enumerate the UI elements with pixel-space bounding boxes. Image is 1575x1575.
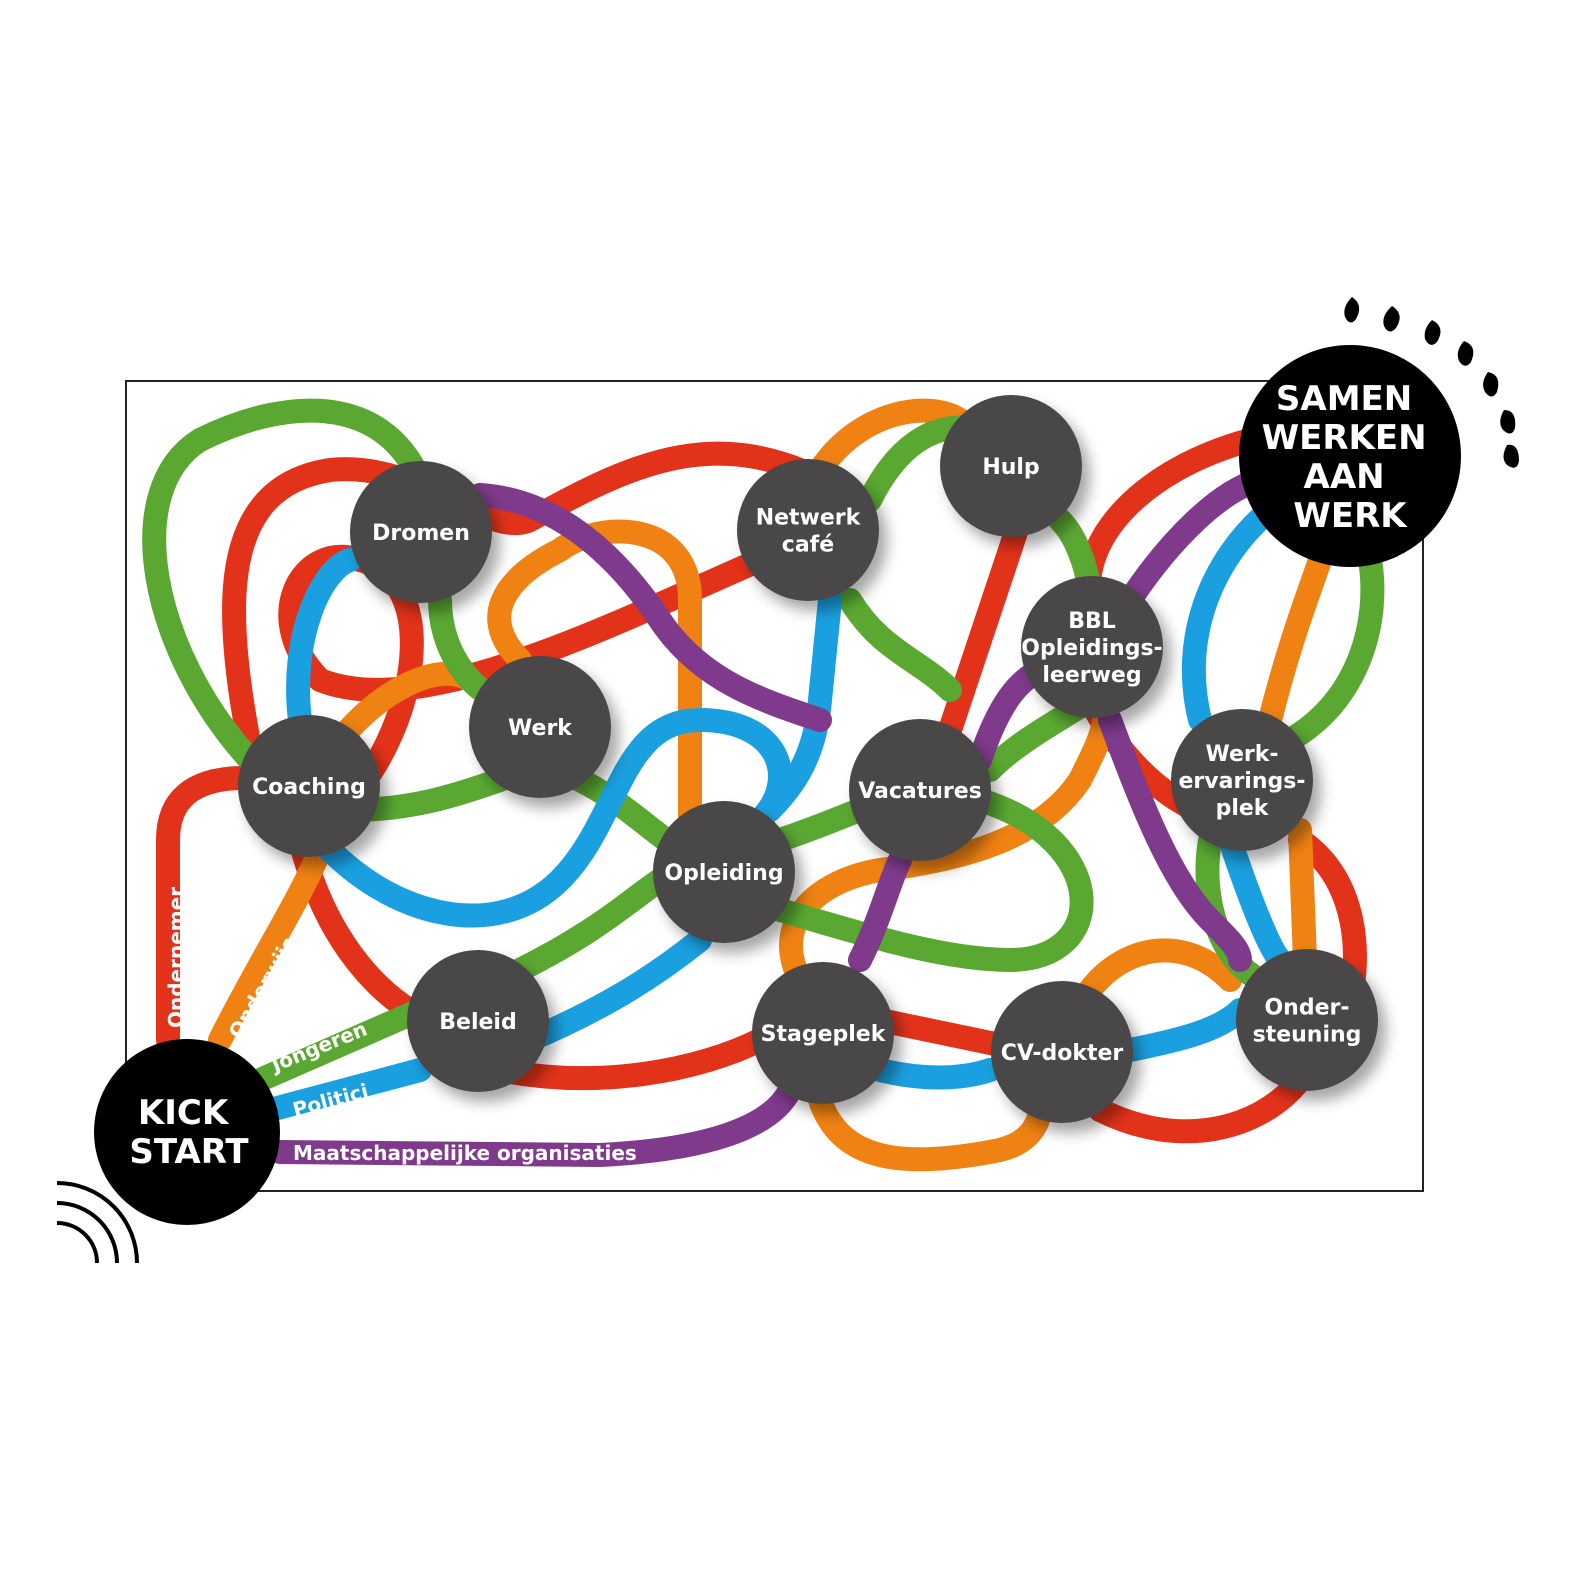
- route-segment: [318, 708, 792, 928]
- node-circle: [238, 715, 380, 857]
- route-segment: [848, 848, 912, 972]
- node-circle: [350, 461, 492, 603]
- route-segment: [268, 1078, 802, 1167]
- route-segment: [487, 519, 702, 832]
- node-label: Werk-ervarings-plek: [1179, 742, 1306, 821]
- node-circle: [1171, 709, 1313, 851]
- node-circle: [849, 719, 991, 861]
- route-politici: [258, 498, 1292, 1122]
- node-opleiding: Opleiding: [653, 801, 795, 943]
- node-circle: [1021, 576, 1163, 718]
- node-circle: [469, 656, 611, 798]
- node-circle: [653, 801, 795, 943]
- route-segment: [1098, 708, 1252, 972]
- node-coaching: Coaching: [238, 715, 380, 857]
- node-circle: [737, 459, 879, 601]
- route-label: Ondernemer: [164, 887, 188, 1028]
- node-circle: [991, 981, 1133, 1123]
- route-segment: [1118, 998, 1252, 1062]
- node-label: Coaching: [252, 775, 366, 800]
- route-segment: [838, 588, 962, 702]
- node-circle: [940, 395, 1082, 537]
- route-maatschappelijke-organisaties: [268, 468, 1272, 1167]
- route-segment: [468, 483, 832, 732]
- route-segment: [156, 766, 252, 1052]
- node-werkervaringsplek: Werk-ervarings-plek: [1171, 709, 1313, 851]
- node-circle: [407, 950, 549, 1092]
- route-segment: [1258, 548, 1332, 732]
- node-hulp: Hulp: [940, 395, 1082, 537]
- node-cv-dokter: CV-dokter: [991, 981, 1133, 1123]
- goal-label: SAMEN WERKEN AAN WERK: [1262, 379, 1439, 536]
- route-segment: [768, 788, 1094, 972]
- route-segment: [808, 398, 972, 482]
- route-segment: [1278, 548, 1385, 752]
- node-ondersteuning: Onder-steuning: [1236, 949, 1378, 1091]
- route-segment: [258, 1058, 432, 1122]
- route-lines: [142, 398, 1385, 1172]
- route-segment: [1078, 938, 1242, 1002]
- sparkle-drops-icon: [1344, 297, 1519, 468]
- node-label: CV-dokter: [1001, 1041, 1124, 1066]
- route-segment: [518, 928, 712, 1052]
- signal-arcs-icon: [56, 1181, 139, 1264]
- node-label: Opleiding: [664, 861, 783, 886]
- route-segment: [142, 398, 432, 772]
- node-label: Werk: [508, 716, 573, 741]
- node-circle: [1236, 949, 1378, 1091]
- route-segment: [278, 544, 772, 812]
- route-segment: [868, 1058, 1002, 1090]
- route-segment: [286, 548, 362, 732]
- route-segment: [508, 868, 672, 982]
- route-segment: [808, 1088, 1052, 1172]
- route-segment: [1288, 818, 1317, 972]
- route-segment: [488, 1028, 772, 1091]
- node-label: Beleid: [439, 1010, 516, 1035]
- route-onderwijs: [208, 398, 1332, 1172]
- node-label: Onder-steuning: [1253, 996, 1362, 1048]
- node-label: Hulp: [982, 455, 1039, 480]
- route-segment: [938, 508, 1032, 742]
- node-label: Vacatures: [858, 779, 982, 804]
- node-label: Stageplek: [761, 1022, 887, 1047]
- goal-badge: SAMEN WERKEN AAN WERK: [1239, 345, 1461, 567]
- node-beleid: Beleid: [407, 950, 549, 1092]
- route-segment: [248, 998, 432, 1092]
- route-segment: [1218, 828, 1292, 972]
- node-vacatures: Vacatures: [849, 719, 991, 861]
- node-werk: Werk: [469, 656, 611, 798]
- route-segment: [1088, 1068, 1312, 1144]
- node-label: Dromen: [372, 521, 470, 546]
- kick-start-label: KICK START: [129, 1093, 249, 1172]
- node-dromen: Dromen: [350, 461, 492, 603]
- route-ondernemer: [156, 428, 1367, 1144]
- route-segment: [208, 838, 332, 1052]
- route-label: Maatschappelijke organisaties: [293, 1141, 637, 1165]
- node-stageplek: Stageplek: [752, 962, 894, 1104]
- node-circle: [752, 962, 894, 1104]
- kick-start-badge: KICK START: [94, 1039, 280, 1225]
- route-segment: [1181, 498, 1282, 732]
- route-segment: [868, 1008, 1012, 1057]
